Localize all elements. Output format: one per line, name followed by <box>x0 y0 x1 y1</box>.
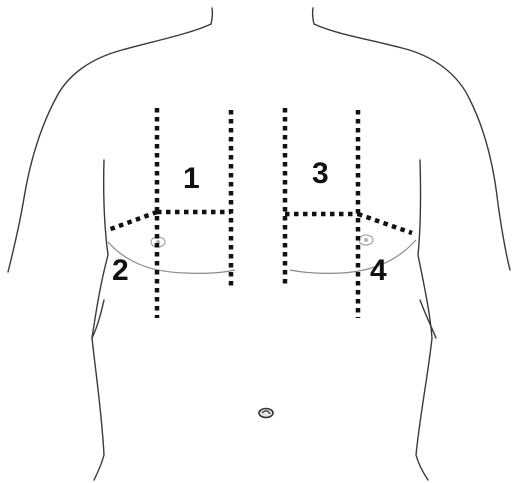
anatomical-marks <box>151 235 373 418</box>
right-pectoral-fold <box>290 240 416 273</box>
zone-label-1: 1 <box>183 162 200 195</box>
zone-labels: 1 2 3 4 <box>112 157 387 287</box>
neck-right-line <box>313 8 314 24</box>
left-shoulder-arm-outline <box>8 24 211 272</box>
right-shoulder-arm-outline <box>314 24 510 270</box>
zone-label-4: 4 <box>370 254 387 287</box>
left-lateral-oblique-line <box>108 212 157 230</box>
left-inner-arm-line <box>92 300 104 338</box>
right-torso-side <box>416 160 432 480</box>
right-nipple-center <box>364 238 368 242</box>
zone-label-2: 2 <box>112 254 129 287</box>
zone-boundaries <box>108 108 412 318</box>
left-torso-side <box>92 160 108 480</box>
navel <box>259 409 273 418</box>
zone-label-3: 3 <box>312 157 329 190</box>
right-lateral-oblique-line <box>358 214 412 233</box>
neck-left-line <box>211 8 212 24</box>
torso-outline <box>8 8 510 480</box>
